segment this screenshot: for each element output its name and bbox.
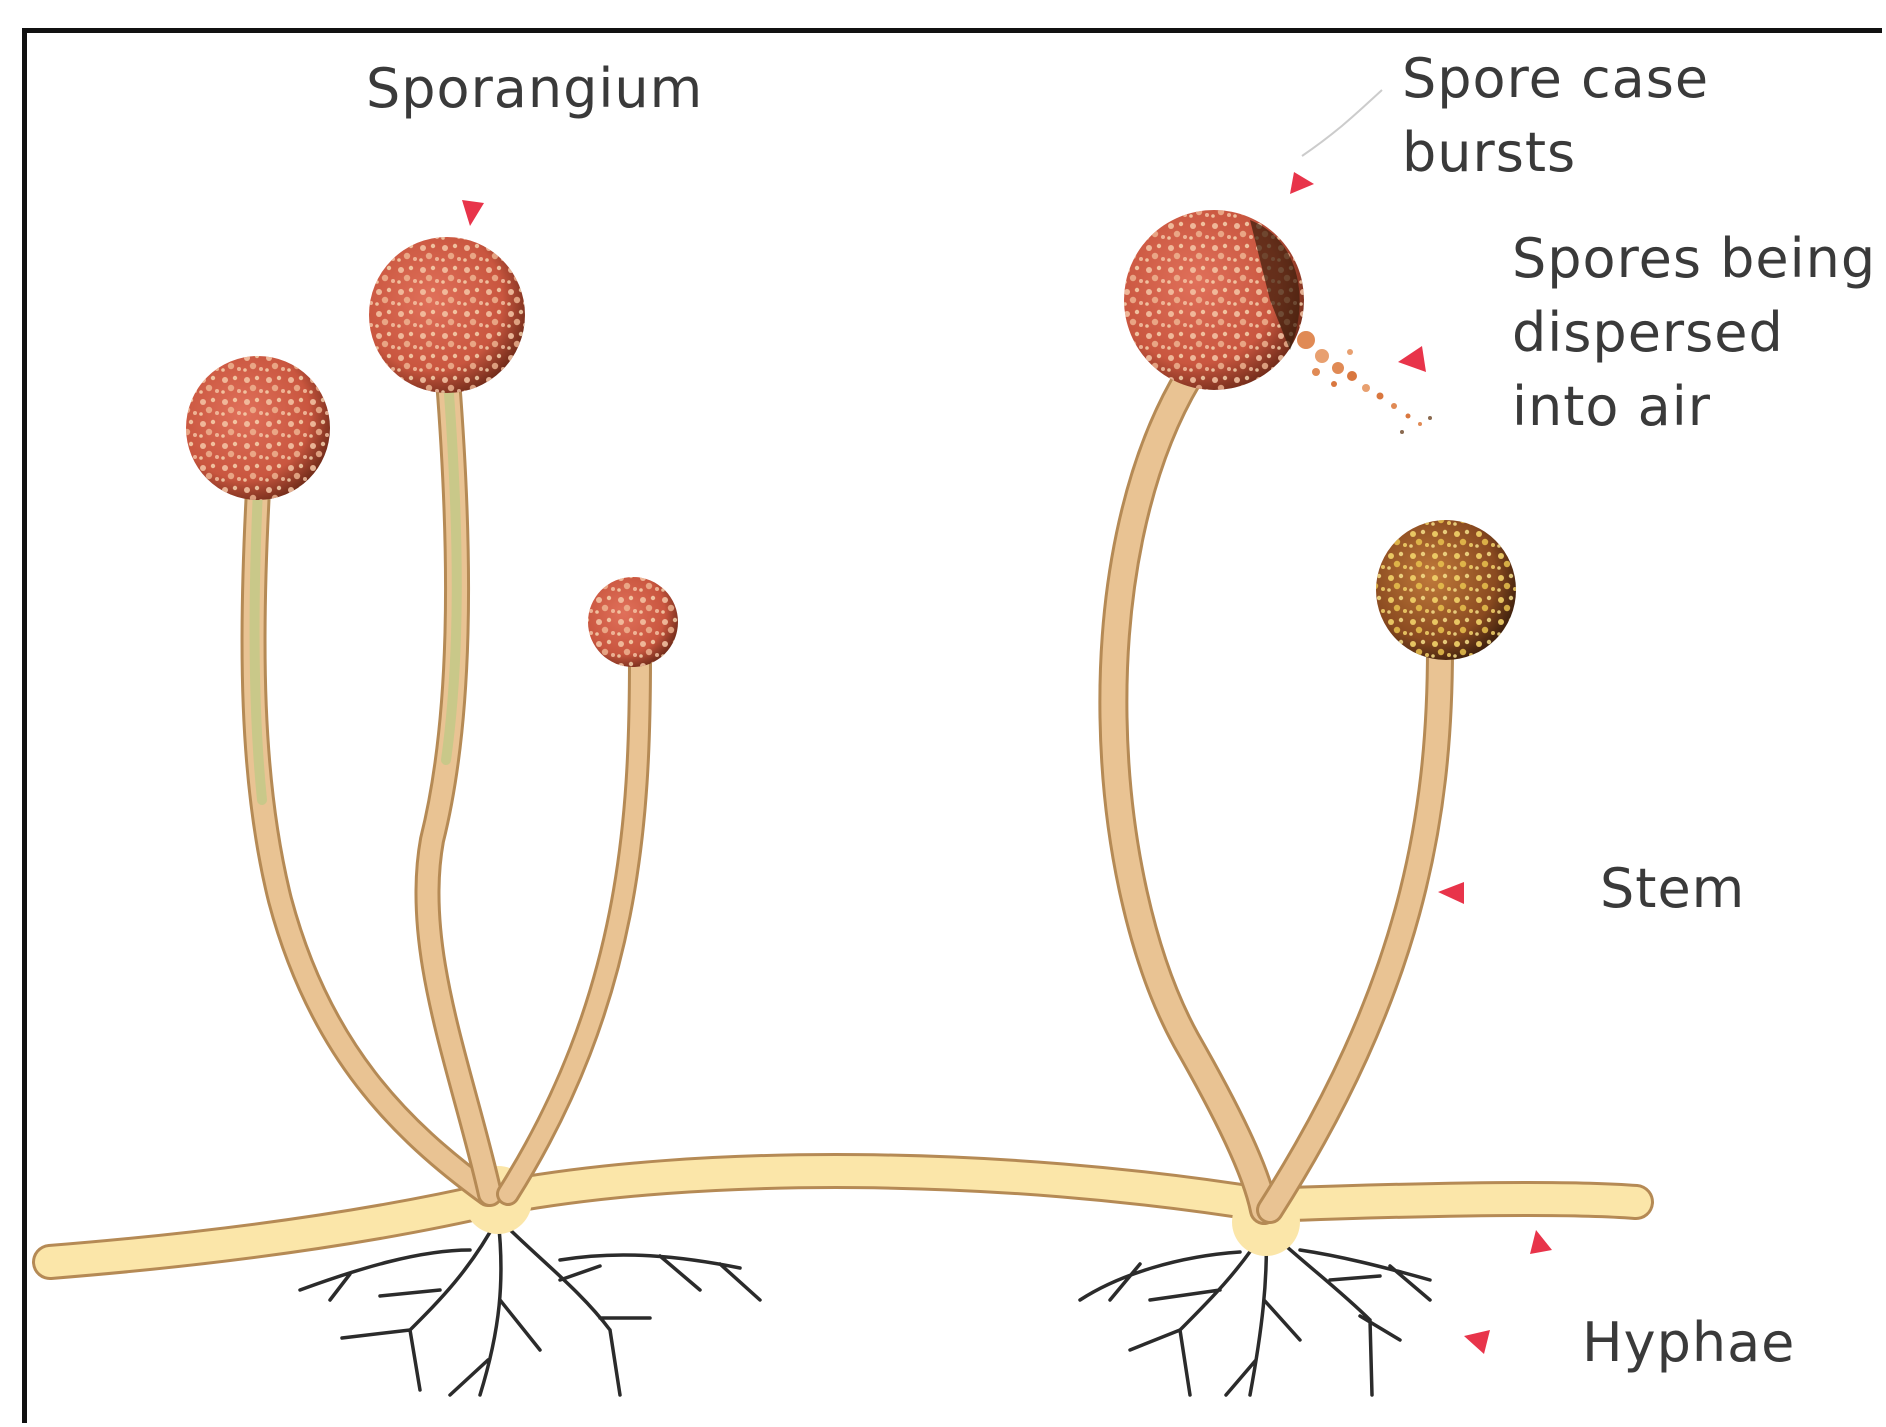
sporangium-5 [1376, 520, 1516, 660]
sporangiophore-4 [1113, 378, 1264, 1210]
rhizoids-left [300, 1218, 760, 1395]
sporangiophore-3 [508, 658, 640, 1194]
label-spore-case-line-1: Spore case [1402, 42, 1709, 116]
label-spore-case-line-2: bursts [1402, 116, 1709, 190]
sporangium-1 [186, 356, 330, 500]
label-stem: Stem [1600, 852, 1745, 926]
sporangium-2 [369, 237, 525, 393]
sporangiophore-2 [427, 380, 490, 1194]
label-spores-line-1: Spores being [1512, 222, 1876, 296]
arrow-bursts [1290, 172, 1314, 194]
arrow-stem [1438, 882, 1464, 904]
label-spores-line-3: into air [1512, 370, 1876, 444]
sporangiophore-5 [1270, 648, 1440, 1210]
arrow-bursts-leader [1302, 90, 1382, 156]
label-spores-line-2: dispersed [1512, 296, 1876, 370]
label-spore-case-bursts: Spore case bursts [1402, 42, 1709, 190]
label-spores-dispersed: Spores being dispersed into air [1512, 222, 1876, 444]
hypha-stolon [50, 1166, 1636, 1262]
sporangium-3 [588, 577, 678, 667]
arrow-spores [1398, 346, 1426, 372]
sporangium-bursting [1124, 210, 1304, 390]
arrow-hyphae-1 [1530, 1230, 1552, 1254]
spores-cloud [1297, 331, 1432, 434]
arrow-hyphae-2 [1464, 1330, 1490, 1354]
label-hyphae: Hyphae [1582, 1306, 1795, 1380]
label-sporangium: Sporangium [366, 52, 703, 126]
arrow-sporangium [462, 200, 484, 226]
